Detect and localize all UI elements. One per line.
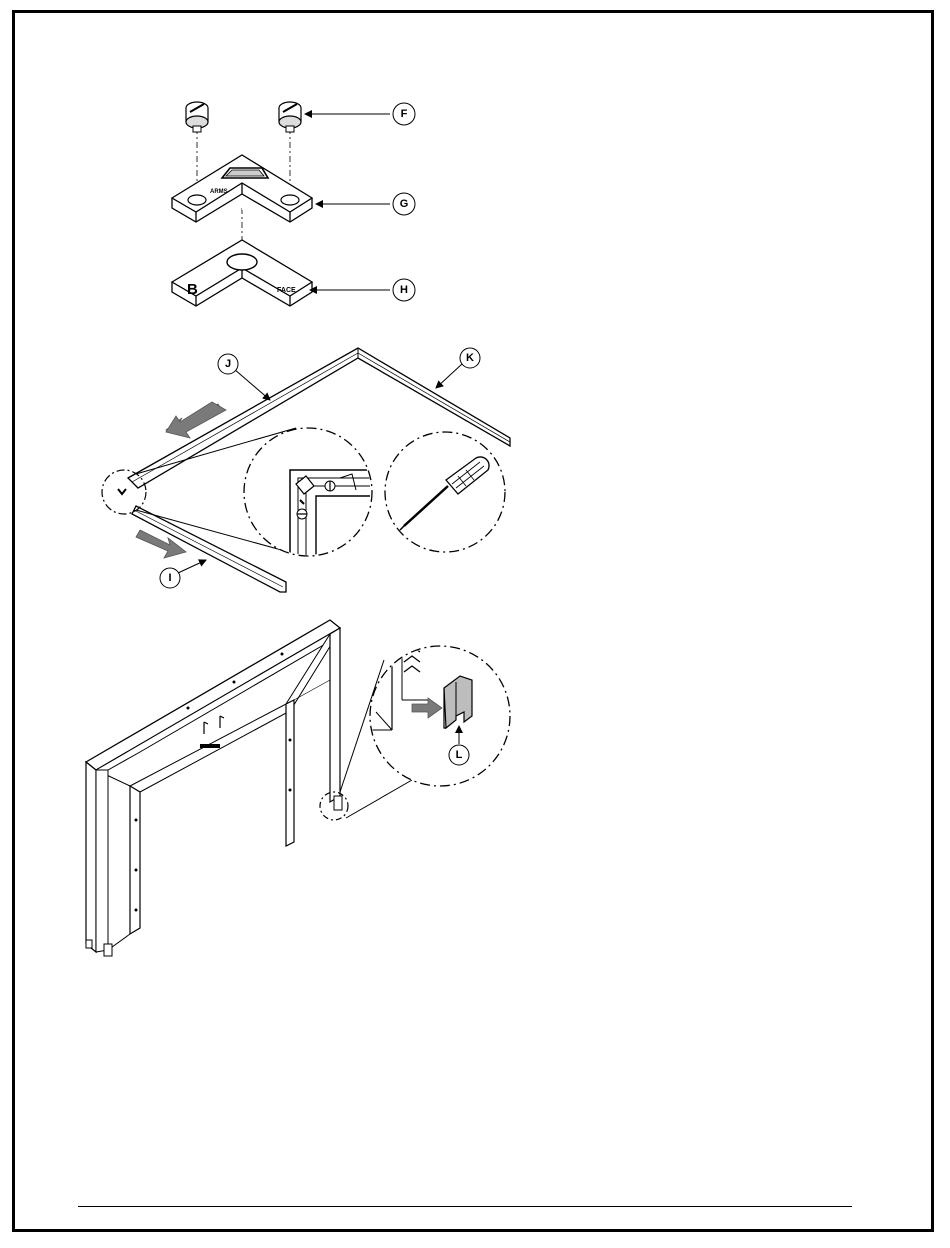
callout-h-text: H xyxy=(400,284,408,296)
callout-h: H xyxy=(393,279,415,301)
callout-f-text: F xyxy=(401,108,408,120)
callout-i: I xyxy=(160,568,180,588)
frame-corner-assembly xyxy=(102,348,510,592)
exploded-corner-bracket: ARMS B FACE xyxy=(172,102,390,306)
callout-k-text: K xyxy=(466,352,474,364)
callout-l: L xyxy=(449,745,469,765)
callout-g: G xyxy=(393,193,415,215)
callout-f: F xyxy=(393,103,415,125)
zoom-detail-screwdriver xyxy=(385,432,505,552)
callout-l-text: L xyxy=(456,749,463,761)
thumb-screw-left xyxy=(186,102,208,132)
callout-g-text: G xyxy=(400,198,409,210)
zoom-detail-corner xyxy=(244,428,372,560)
zoom-detail-foot-bracket xyxy=(370,640,510,786)
b-label: B xyxy=(187,281,198,298)
callout-k: K xyxy=(460,348,480,368)
face-label: FACE xyxy=(277,287,296,294)
thumb-screw-right xyxy=(279,102,301,132)
assembled-frame xyxy=(86,620,510,956)
callout-j-text: J xyxy=(225,358,231,370)
callout-i-text: I xyxy=(168,572,171,584)
arms-label: ARMS xyxy=(210,189,228,195)
bracket-plate-h: B FACE xyxy=(172,240,312,306)
callout-j: J xyxy=(218,354,238,374)
